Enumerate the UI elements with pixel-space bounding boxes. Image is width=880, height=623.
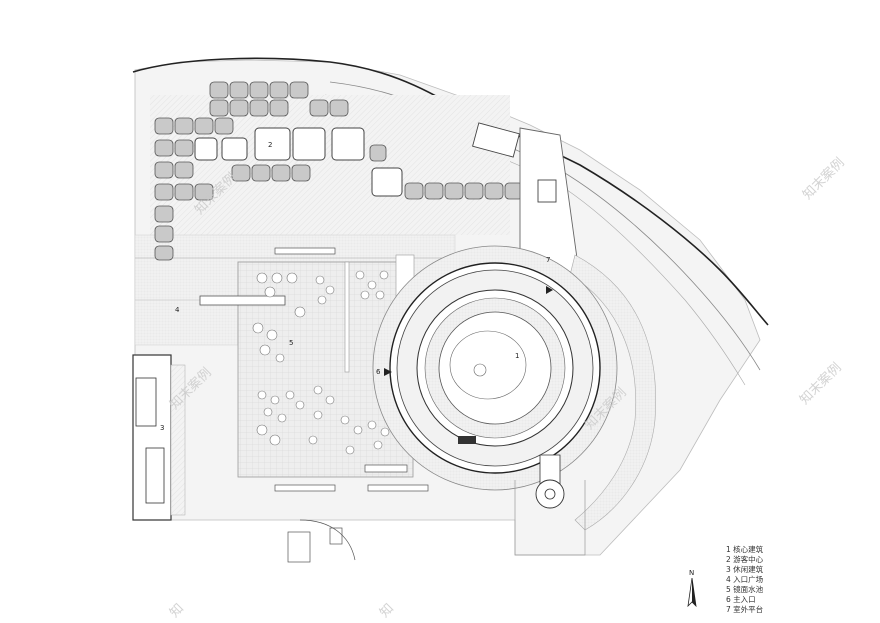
north-label: N bbox=[689, 569, 694, 577]
legend: 1 核心建筑 2 游客中心 3 休闲建筑 4 入口广场 5 镜面水池 6 主入口… bbox=[726, 544, 764, 614]
watermark: 知末案例 bbox=[800, 155, 848, 203]
label-core-building: 1 bbox=[515, 352, 519, 360]
riverside-pavilion bbox=[472, 122, 520, 158]
bench-bar-2 bbox=[274, 247, 336, 255]
watermark: 知末案例 bbox=[797, 360, 845, 408]
label-outdoor-platform: 7 bbox=[546, 256, 550, 264]
pool-divider-bar bbox=[344, 261, 350, 373]
south-structures bbox=[287, 519, 356, 563]
bench-bar bbox=[199, 295, 286, 306]
watermark: 知 bbox=[377, 600, 398, 621]
label-main-entrance: 6 bbox=[376, 368, 381, 376]
watermark: 知 bbox=[167, 600, 188, 621]
leisure-building bbox=[132, 354, 186, 521]
north-arrow-icon: N bbox=[687, 569, 697, 608]
legend-item: 7 室外平台 bbox=[726, 604, 763, 614]
label-mirror-pool: 5 bbox=[289, 339, 293, 347]
south-entrance-path bbox=[514, 480, 586, 556]
core-building bbox=[372, 245, 618, 509]
legend-item: 3 休闲建筑 bbox=[726, 564, 764, 574]
visitor-center-pavilions bbox=[194, 127, 403, 197]
east-landscape bbox=[569, 254, 656, 531]
legend-item: 1 核心建筑 bbox=[726, 544, 764, 554]
bench-bar-4 bbox=[274, 484, 336, 492]
platform-arrow bbox=[546, 286, 553, 294]
main-entrance-arrow bbox=[384, 368, 392, 376]
label-leisure-building: 3 bbox=[160, 424, 164, 432]
legend-item: 6 主入口 bbox=[726, 594, 756, 604]
bench-bar-5 bbox=[367, 484, 429, 492]
legend-item: 2 游客中心 bbox=[726, 554, 764, 564]
label-visitor-center: 2 bbox=[268, 141, 272, 149]
platform-kiosk bbox=[537, 179, 557, 203]
legend-item: 5 镜面水池 bbox=[726, 584, 764, 594]
legend-item: 4 入口广场 bbox=[726, 574, 764, 584]
visitor-center-planters bbox=[154, 81, 524, 261]
pool-trees bbox=[252, 270, 390, 455]
label-entrance-plaza: 4 bbox=[175, 306, 180, 314]
bench-bar-3 bbox=[364, 464, 408, 473]
